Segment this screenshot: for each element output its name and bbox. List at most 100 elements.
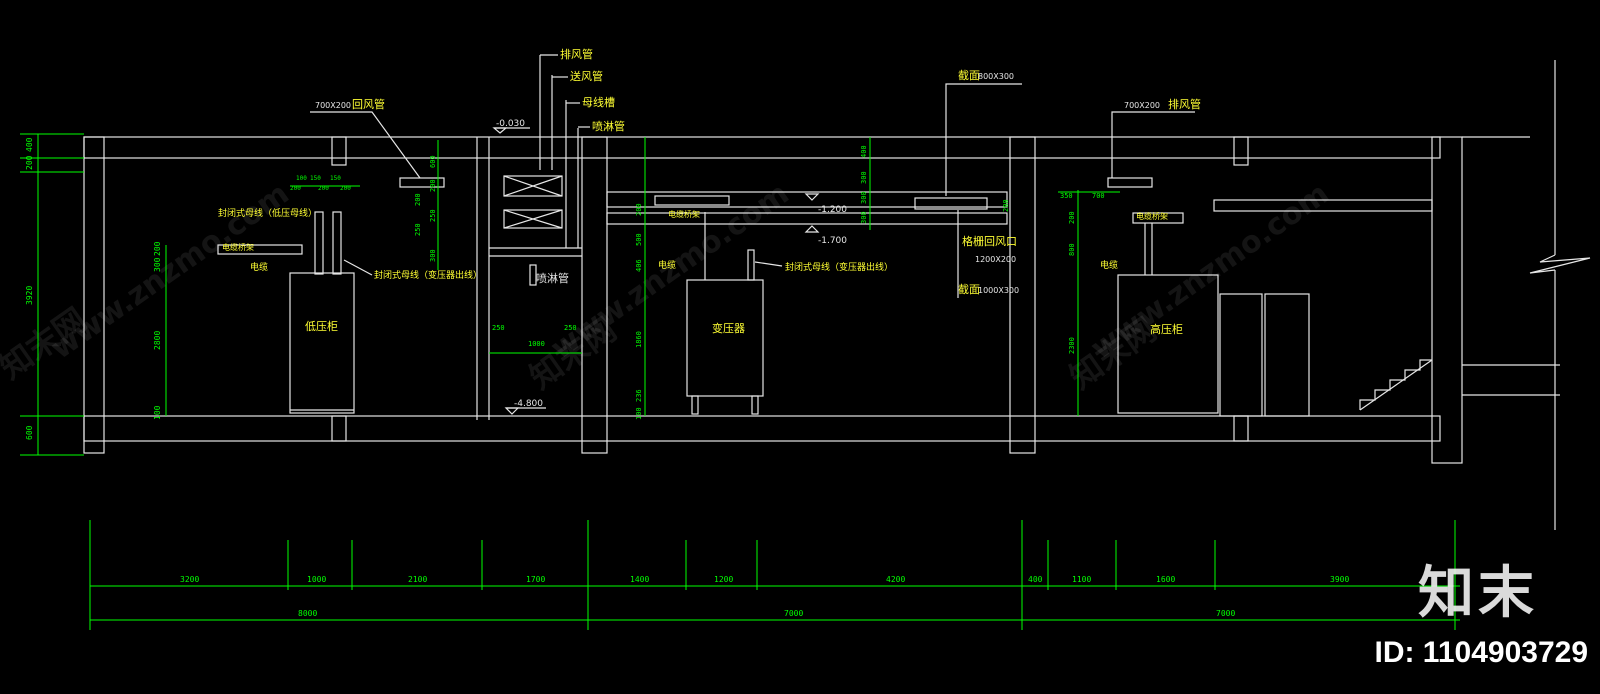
lv-cabinet-label: 低压柜 xyxy=(305,320,338,333)
hv-cabinet-3 xyxy=(1264,293,1310,417)
trans-foot-2 xyxy=(751,395,759,415)
dim-left-6: 100 xyxy=(153,405,162,420)
label-louver-top: 截面 xyxy=(958,68,980,82)
dim-small-0: 100 xyxy=(296,175,307,182)
dim-trans-0: 400 xyxy=(860,145,868,158)
busbar-1 xyxy=(314,211,324,275)
duct-mid-lower xyxy=(606,212,1008,225)
dim-mid: 600 200 250 300 200 250 250 1000 250 xyxy=(414,140,582,354)
hv-cabinet xyxy=(1117,274,1219,414)
sprinkler-well-label: 喷淋管 xyxy=(536,271,569,285)
dim-trans-4: 200 xyxy=(635,203,643,216)
dim-trans-9: 100 xyxy=(635,407,643,420)
elev-mark-b xyxy=(804,193,820,201)
dim-right: 350 700 200 800 2300 200 xyxy=(1002,190,1120,416)
dim-b1-10: 3900 xyxy=(1330,575,1349,584)
label-louver-bottom: 截面 xyxy=(958,282,980,296)
equipment: 低压柜 变压器 高压柜 喷淋管 xyxy=(217,211,1310,417)
dim-mid-2: 200 xyxy=(429,179,437,192)
dim-right-5: 200 xyxy=(1002,199,1010,212)
footing-2 xyxy=(1233,415,1249,442)
label-supply-duct: 送风管 xyxy=(570,69,603,83)
dim-left-4: 300 xyxy=(153,257,162,272)
dim-b1-7: 400 xyxy=(1028,575,1043,584)
dim-well-1: 1000 xyxy=(528,340,545,348)
dim-b1-1: 1000 xyxy=(307,575,326,584)
dim-trans-6: 406 xyxy=(635,259,643,272)
hv-cabinet-2 xyxy=(1219,293,1263,417)
footing-1 xyxy=(331,415,347,442)
busbar-2 xyxy=(332,211,342,275)
break-line xyxy=(1529,254,1591,274)
duct-right xyxy=(1213,199,1433,212)
label-exhaust-duct: 排风管 xyxy=(560,47,593,61)
dim-small-2: 200 xyxy=(290,185,301,192)
dim-b1-6: 4200 xyxy=(886,575,905,584)
roof-slab xyxy=(83,136,1441,159)
stairs-slope xyxy=(1359,359,1433,411)
floor-slab xyxy=(83,415,1441,442)
label-busbar-1: 封闭式母线（低压母线） xyxy=(218,207,317,219)
dim-trans-3: 300 xyxy=(860,211,868,224)
louver-top-size: 800X300 xyxy=(978,72,1014,81)
trans-cable xyxy=(747,249,755,281)
dim-left-5: 2800 xyxy=(153,331,162,350)
dim-trans-7: 1860 xyxy=(635,331,643,348)
return-duct-left xyxy=(399,177,445,188)
cable-tray-hv xyxy=(1132,212,1184,224)
leader-return xyxy=(310,111,421,179)
dim-small-3: 200 xyxy=(318,185,329,192)
dim-mid-6: 300 xyxy=(429,249,437,262)
brand-logo: 知末 xyxy=(1418,561,1538,626)
dim-right-4: 2300 xyxy=(1068,337,1076,354)
elev-d: -4.800 xyxy=(514,399,543,409)
stairs xyxy=(1359,359,1432,410)
leader-busbar-3 xyxy=(754,261,783,267)
dim-mid-4: 200 xyxy=(414,193,422,206)
dim-b1-8: 1100 xyxy=(1072,575,1091,584)
wall-right xyxy=(1431,136,1463,464)
dim-mid-5: 250 xyxy=(414,223,422,236)
label-busbar-2: 封闭式母线（变压器出线） xyxy=(374,269,482,281)
column-3 xyxy=(1009,136,1036,454)
lv-cabinet xyxy=(289,272,355,414)
dim-small-6: 200 xyxy=(340,185,351,192)
dim-b1-9: 1600 xyxy=(1156,575,1175,584)
label-cable-3: 电缆 xyxy=(1100,259,1118,271)
dim-small-1: 150 xyxy=(310,175,321,182)
label-cable-trough: 母线槽 xyxy=(582,95,615,109)
louver-bottom-size: 1000X300 xyxy=(978,286,1019,295)
label-cable-bridge-1: 电缆桥架 xyxy=(222,242,254,252)
fan-box-1 xyxy=(503,175,563,197)
leader-louver xyxy=(945,83,1022,196)
label-return-duct: 回风管 xyxy=(352,97,385,111)
dim-bottom: 3200 1000 2100 1700 1400 1200 4200 400 1… xyxy=(89,520,1460,630)
hv-cabinet-label: 高压柜 xyxy=(1150,322,1183,336)
cable-tray-lv xyxy=(217,244,303,255)
dim-well-0: 250 xyxy=(492,324,505,332)
duct-size-left: 700X200 xyxy=(315,101,351,110)
dim-mid-0: 600 xyxy=(429,155,437,168)
elev-mark-c xyxy=(804,225,820,233)
fan-box-1-x2 xyxy=(503,175,563,197)
elev-b: -1.200 xyxy=(818,205,847,215)
dim-left: 400 200 3920 600 200 300 2800 100 xyxy=(20,133,167,456)
annotations: 排风管 送风管 母线槽 喷淋管 700X200 回风管 700X200 排风管 … xyxy=(218,47,1201,298)
label-right-exhaust: 排风管 xyxy=(1168,97,1201,111)
structure xyxy=(83,60,1591,530)
dim-b1-0: 3200 xyxy=(180,575,199,584)
fan-box-2-x2 xyxy=(503,209,563,229)
label-busbar-3: 封闭式母线（变压器出线） xyxy=(785,261,893,273)
dim-right-2: 200 xyxy=(1068,211,1076,224)
dim-left-2: 3920 xyxy=(25,286,34,305)
dim-right-3: 800 xyxy=(1068,243,1076,256)
label-return-vent: 格栅回风口 xyxy=(962,234,1017,248)
dim-b1-3: 1700 xyxy=(526,575,545,584)
transformer xyxy=(686,279,764,397)
image-id-label: ID: 1104903729 xyxy=(1374,636,1588,669)
return-vent-size: 1200X200 xyxy=(975,255,1016,264)
wall-left xyxy=(83,136,105,454)
cable-tray-trans xyxy=(654,195,730,206)
dim-trans-8: 236 xyxy=(635,389,643,402)
